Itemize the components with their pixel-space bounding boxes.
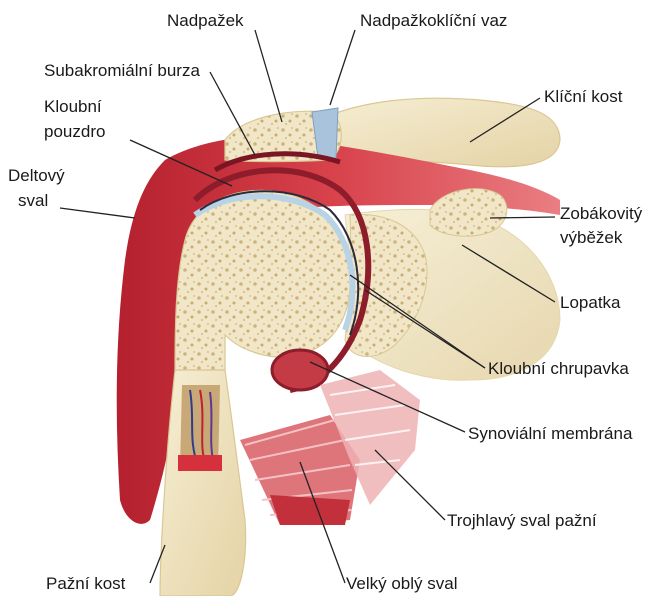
label-nadpazkoklicni-vaz: Nadpažkoklíční vaz: [360, 10, 507, 31]
label-zobakovity-vybezek-line2: výběžek: [560, 227, 622, 248]
label-deltovy-sval-line1: Deltový: [8, 165, 65, 186]
label-kloubni-pouzdro-line1: Kloubní: [44, 96, 102, 117]
label-lopatka: Lopatka: [560, 292, 621, 313]
label-subakromialni-burza: Subakromiální burza: [44, 60, 200, 81]
label-velky-obly-sval: Velký oblý sval: [346, 573, 458, 594]
label-pazni-kost: Pažní kost: [46, 573, 125, 594]
label-nadpazek: Nadpažek: [167, 10, 244, 31]
label-deltovy-sval-line2: sval: [18, 190, 48, 211]
label-kloubni-pouzdro-line2: pouzdro: [44, 121, 105, 142]
label-trojhlavy-sval-pazni: Trojhlavý sval pažní: [447, 510, 597, 531]
label-kloubni-chrupavka: Kloubní chrupavka: [488, 358, 629, 379]
synovial-pouch: [272, 350, 328, 390]
label-klicni-kost: Klíční kost: [544, 86, 622, 107]
label-synovialni-membrana: Synoviální membrána: [468, 423, 632, 444]
label-zobakovity-vybezek-line1: Zobákovitý: [560, 203, 642, 224]
